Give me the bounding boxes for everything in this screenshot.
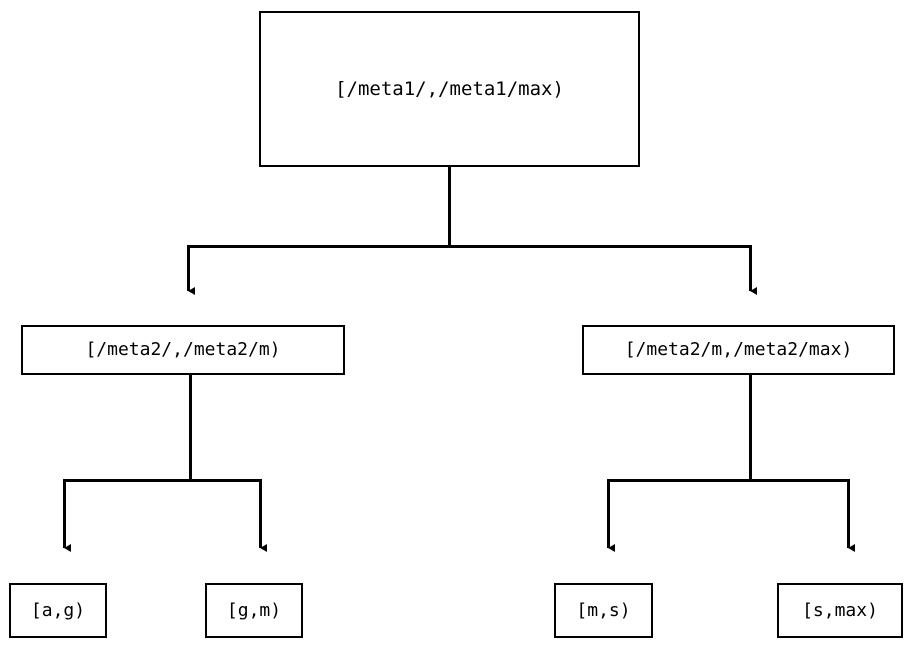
edge-root-to-level2 <box>187 167 758 295</box>
tree-node-mid-left-label: [/meta2/,/meta2/m) <box>85 339 281 360</box>
tree-node-leaf-ms[interactable]: [m,s) <box>554 583 653 638</box>
tree-node-root[interactable]: [/meta1/,/meta1/max) <box>259 11 640 167</box>
tree-node-leaf-gm-label: [g,m) <box>226 599 282 621</box>
tree-node-leaf-gm[interactable]: [g,m) <box>205 583 303 638</box>
tree-node-leaf-smax-label: [s,max) <box>802 599 878 621</box>
tree-node-mid-right-label: [/meta2/m,/meta2/max) <box>624 339 853 360</box>
tree-node-leaf-ms-label: [m,s) <box>576 599 631 621</box>
tree-node-leaf-ag-label: [a,g) <box>30 599 86 621</box>
edge-midright-to-leaves <box>607 375 856 552</box>
tree-node-mid-right[interactable]: [/meta2/m,/meta2/max) <box>582 325 895 375</box>
tree-node-mid-left[interactable]: [/meta2/,/meta2/m) <box>21 325 345 375</box>
tree-node-root-label: [/meta1/,/meta1/max) <box>335 77 564 100</box>
edge-midleft-to-leaves <box>63 375 268 552</box>
tree-node-leaf-ag[interactable]: [a,g) <box>9 583 107 638</box>
tree-node-leaf-smax[interactable]: [s,max) <box>777 583 903 638</box>
